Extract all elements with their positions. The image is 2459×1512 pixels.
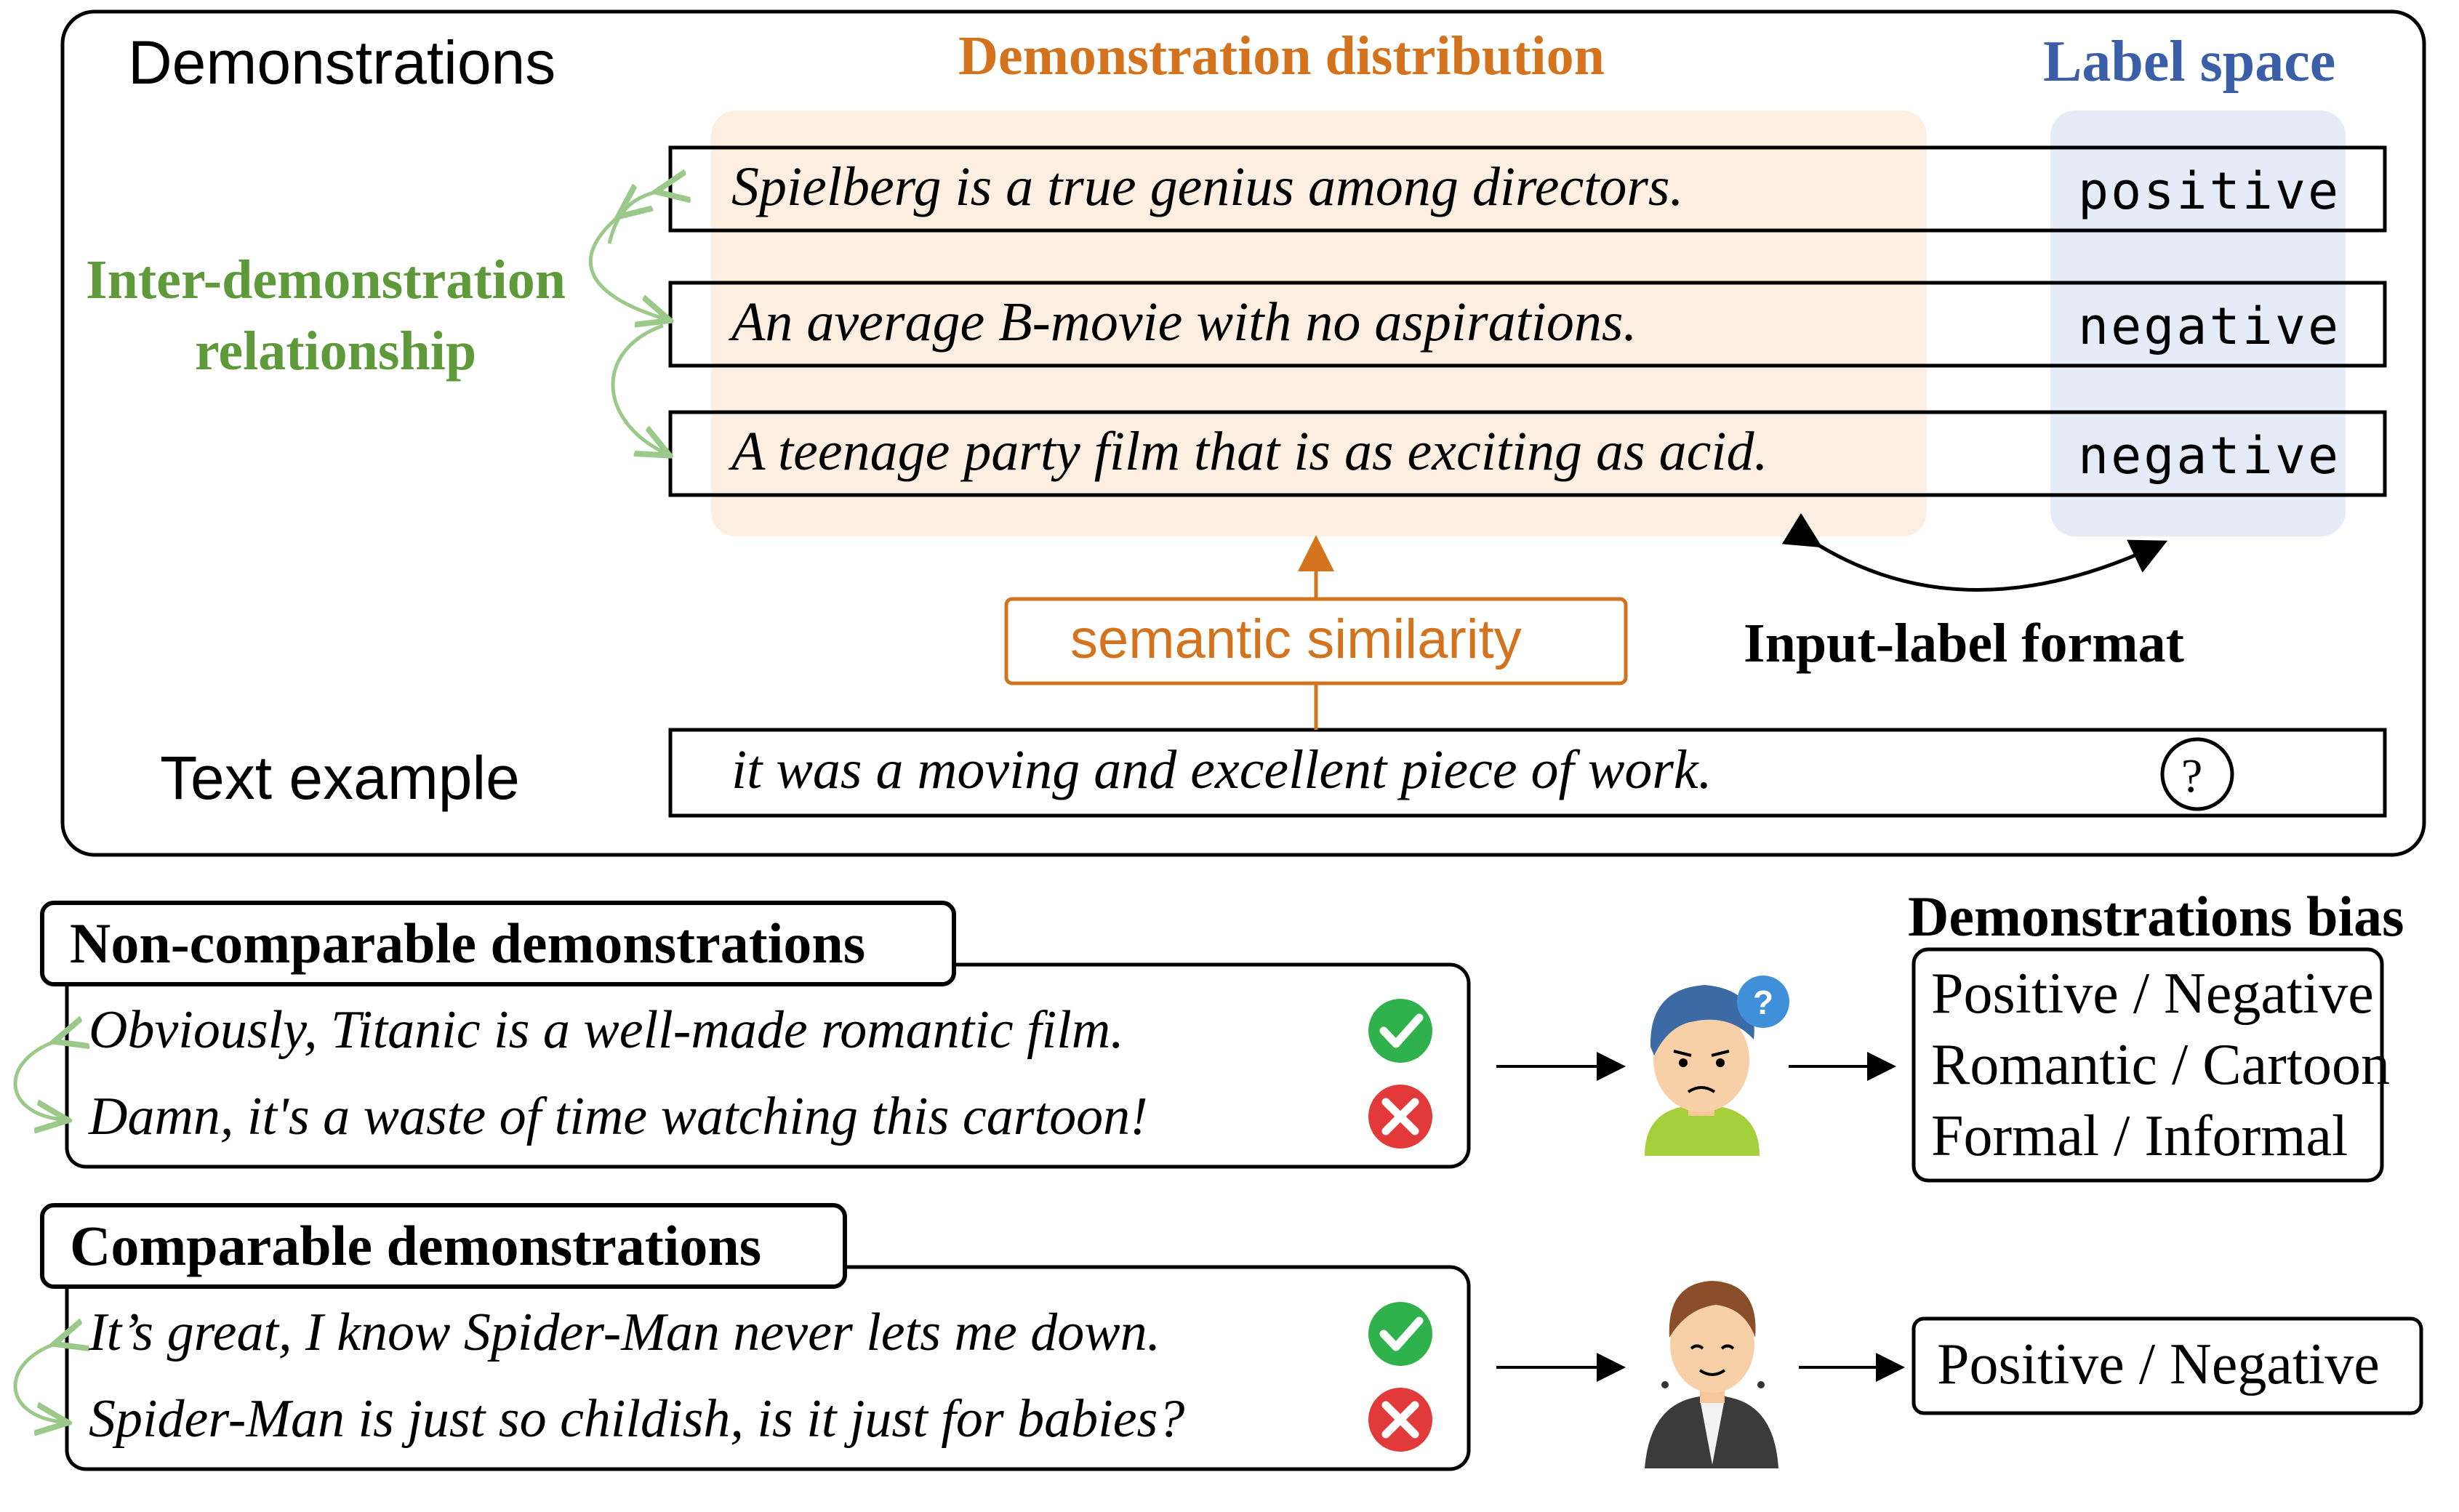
comparable-item-2: Spider-Man is just so childish, is it ju…	[89, 1389, 1185, 1449]
bias-item: Formal / Informal	[1931, 1104, 2348, 1168]
bias-item: Positive / Negative	[1931, 962, 2374, 1026]
demo-text-2: An average B-movie with no aspirations.	[731, 291, 1637, 353]
semantic-similarity-label: semantic similarity	[1070, 608, 1522, 670]
check-icon	[1368, 999, 1432, 1063]
unknown-label-circle	[2160, 737, 2234, 811]
demo-label-3: negative	[2078, 426, 2341, 486]
svg-text:?: ?	[1753, 984, 1773, 1021]
distribution-highlight	[711, 110, 1927, 536]
unknown-label: ?	[2181, 749, 2203, 803]
relationship-arrow-2	[611, 323, 663, 452]
relationship-arrow-0	[607, 190, 663, 244]
confused-person-icon: ?	[1645, 976, 1789, 1156]
text-example-box	[668, 728, 2387, 818]
label-space-highlight	[2050, 110, 2346, 536]
relationship-label-line2: relationship	[195, 321, 477, 382]
confident-person-icon	[1645, 1281, 1778, 1468]
input-label-format-arrow	[1781, 512, 2168, 592]
bias-item: Positive / Negative	[1937, 1332, 2380, 1396]
bias-box-non-comparable	[1912, 947, 2384, 1183]
comparable-title-box	[40, 1203, 847, 1289]
comparable-title: Comparable demonstrations	[70, 1214, 762, 1277]
bias-item: Romantic / Cartoon	[1931, 1033, 2391, 1097]
label-space-title: Label space	[2043, 30, 2336, 94]
non-comparable-item-1: Obviously, Titanic is a well-made romant…	[89, 1000, 1124, 1060]
demo-label-2: negative	[2078, 297, 2341, 356]
check-icon	[1368, 1302, 1432, 1366]
demonstrations-title: Demonstrations	[128, 28, 556, 97]
bias-box-comparable	[1912, 1316, 2423, 1415]
demo-text-1: Spielberg is a true genius among directo…	[731, 156, 1684, 217]
semantic-similarity-box	[1004, 597, 1628, 685]
non-comparable-title: Non-comparable demonstrations	[70, 912, 866, 975]
cross-icon	[1368, 1388, 1432, 1452]
relationship-label-line1: Inter-demonstration	[86, 249, 566, 310]
non-comparable-item-2: Damn, it's a waste of time watching this…	[89, 1087, 1148, 1146]
text-example-title: Text example	[160, 744, 520, 812]
distribution-title: Demonstration distribution	[958, 25, 1605, 87]
cross-icon	[1368, 1085, 1432, 1149]
relationship-arrow-1	[588, 212, 663, 318]
bias-title: Demonstrations bias	[1908, 885, 2404, 948]
demo-label-1: positive	[2078, 161, 2341, 221]
top-panel	[60, 9, 2426, 857]
text-example-sentence: it was a moving and excellent piece of w…	[731, 739, 1712, 800]
non-comparable-title-box	[40, 901, 956, 986]
non-comparable-green-arrow	[13, 1040, 61, 1119]
comparable-item-1: It’s great, I know Spider-Man never lets…	[89, 1303, 1161, 1362]
demo-text-3: A teenage party film that is as exciting…	[731, 421, 1768, 482]
comparable-green-arrow	[13, 1342, 61, 1422]
input-label-format-label: Input-label format	[1744, 613, 2184, 674]
